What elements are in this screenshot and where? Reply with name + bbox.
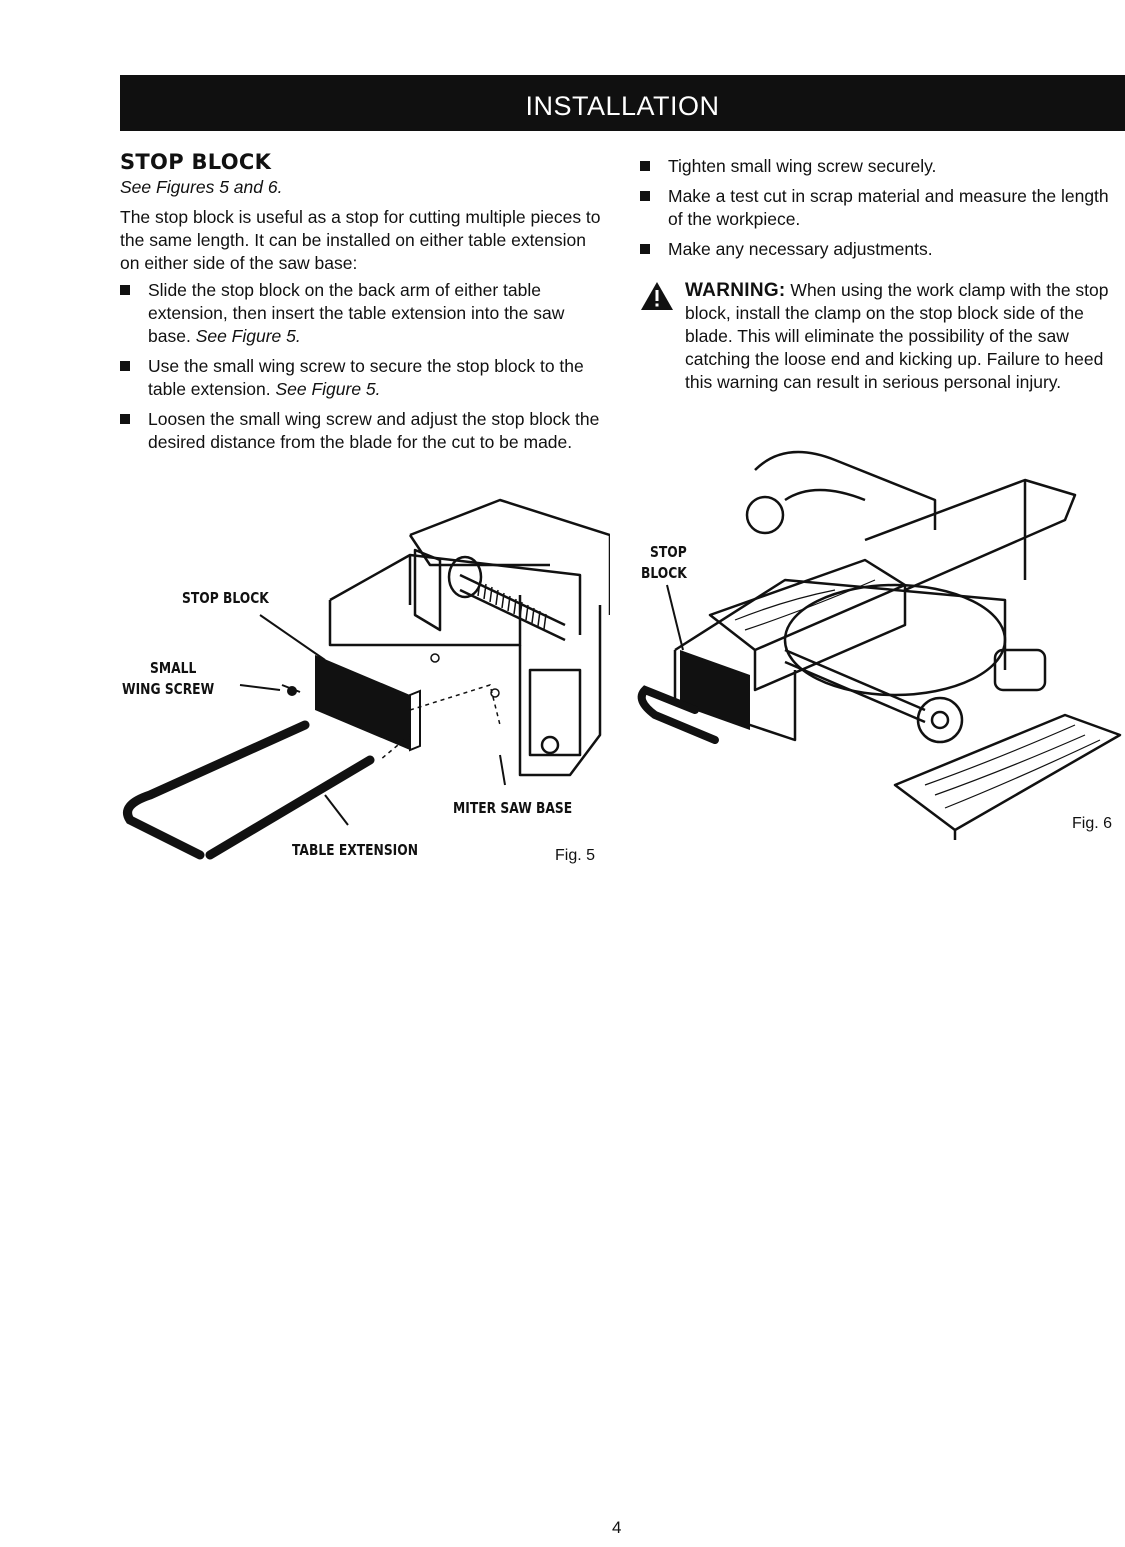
- list-item: Loosen the small wing screw and adjust t…: [120, 408, 610, 454]
- bullet-square-icon: [640, 244, 650, 254]
- list-item-text: Make a test cut in scrap material and me…: [668, 186, 1109, 229]
- warning-text: When using the work clamp with the stop …: [685, 280, 1109, 392]
- figure-caption: Fig. 5: [555, 847, 596, 864]
- warning-block: WARNING: When using the work clamp with …: [640, 279, 1125, 394]
- instruction-list: Slide the stop block on the back arm of …: [120, 279, 610, 454]
- figure-5: STOP BLOCK SMALL WING SCREW MITER SAW BA…: [110, 495, 612, 875]
- figure-caption: Fig. 6: [1072, 815, 1113, 832]
- bullet-square-icon: [120, 414, 130, 424]
- figure-reference: See Figures 5 and 6.: [120, 177, 283, 197]
- label-block: BLOCK: [641, 564, 687, 582]
- miter-saw-illustration: [637, 450, 1122, 840]
- list-item-text: Loosen the small wing screw and adjust t…: [148, 409, 600, 452]
- list-item-text: Slide the stop block on the back arm of …: [148, 280, 565, 346]
- list-item-ref: See Figure 5.: [275, 379, 381, 399]
- intro-paragraph: The stop block is useful as a stop for c…: [120, 207, 601, 273]
- label-small: SMALL: [150, 659, 197, 677]
- list-item: Tighten small wing screw securely.: [640, 155, 1125, 178]
- list-item: Make a test cut in scrap material and me…: [640, 185, 1125, 231]
- miter-saw-base-illustration: [123, 498, 612, 860]
- label-wing-screw: WING SCREW: [122, 680, 215, 698]
- warning-triangle-icon: [641, 282, 673, 310]
- label-table-extension: TABLE EXTENSION: [292, 841, 419, 859]
- figure-6: STOP BLOCK Fig. 6: [635, 440, 1125, 840]
- label-stop-block: STOP BLOCK: [182, 589, 269, 607]
- right-column: Tighten small wing screw securely. Make …: [640, 155, 1125, 394]
- instruction-list: Tighten small wing screw securely. Make …: [640, 155, 1125, 261]
- list-item: Make any necessary adjustments.: [640, 238, 1125, 261]
- list-item: Slide the stop block on the back arm of …: [120, 279, 610, 348]
- list-item: Use the small wing screw to secure the s…: [120, 355, 610, 401]
- label-miter-saw-base: MITER SAW BASE: [453, 799, 573, 817]
- section-header: INSTALLATION: [120, 75, 1125, 131]
- left-column: STOP BLOCK See Figures 5 and 6. The stop…: [120, 148, 610, 461]
- list-item-text: Make any necessary adjustments.: [668, 239, 933, 259]
- list-item-ref: See Figure 5.: [195, 326, 301, 346]
- bullet-square-icon: [120, 285, 130, 295]
- bullet-square-icon: [640, 161, 650, 171]
- list-item-text: Tighten small wing screw securely.: [668, 156, 937, 176]
- bullet-square-icon: [120, 361, 130, 371]
- list-item-text: Use the small wing screw to secure the s…: [148, 356, 584, 399]
- label-stop: STOP: [650, 543, 687, 561]
- bullet-square-icon: [640, 191, 650, 201]
- page-number: 4: [612, 1518, 622, 1537]
- section-title: STOP BLOCK: [120, 150, 272, 174]
- warning-label: WARNING:: [685, 280, 786, 301]
